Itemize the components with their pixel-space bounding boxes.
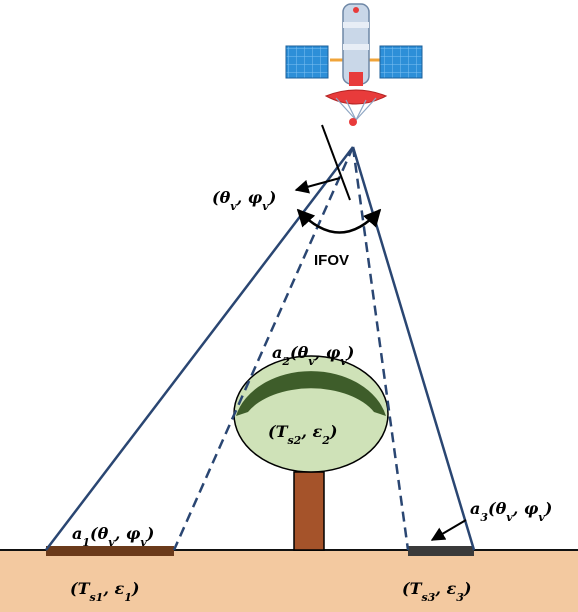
view-direction-arrow [294, 177, 341, 194]
canopy-albedo-label: a2(θv, φv) [272, 343, 354, 368]
satellite-icon [285, 3, 423, 126]
canopy-params-label: (Ts2, ε2) [268, 422, 337, 447]
ifov-rays [45, 146, 476, 551]
left-params-label: (Ts1, ε1) [70, 579, 139, 604]
view-direction-label: (θv, φv) [212, 188, 276, 213]
left-albedo-label: a1(θv, φv) [72, 524, 154, 549]
tree-canopy [233, 355, 389, 473]
right-surface-patch [408, 546, 474, 556]
right-patch-arrow [430, 519, 467, 541]
left-soil-patch [46, 546, 174, 556]
right-params-label: (Ts3, ε3) [402, 579, 471, 604]
nadir-line [321, 124, 351, 201]
right-albedo-label: a3(θv, φv) [470, 499, 552, 524]
ifov-arc [296, 208, 382, 234]
ifov-label: IFOV [314, 252, 349, 269]
tree-trunk [293, 471, 325, 551]
ground [0, 550, 578, 612]
